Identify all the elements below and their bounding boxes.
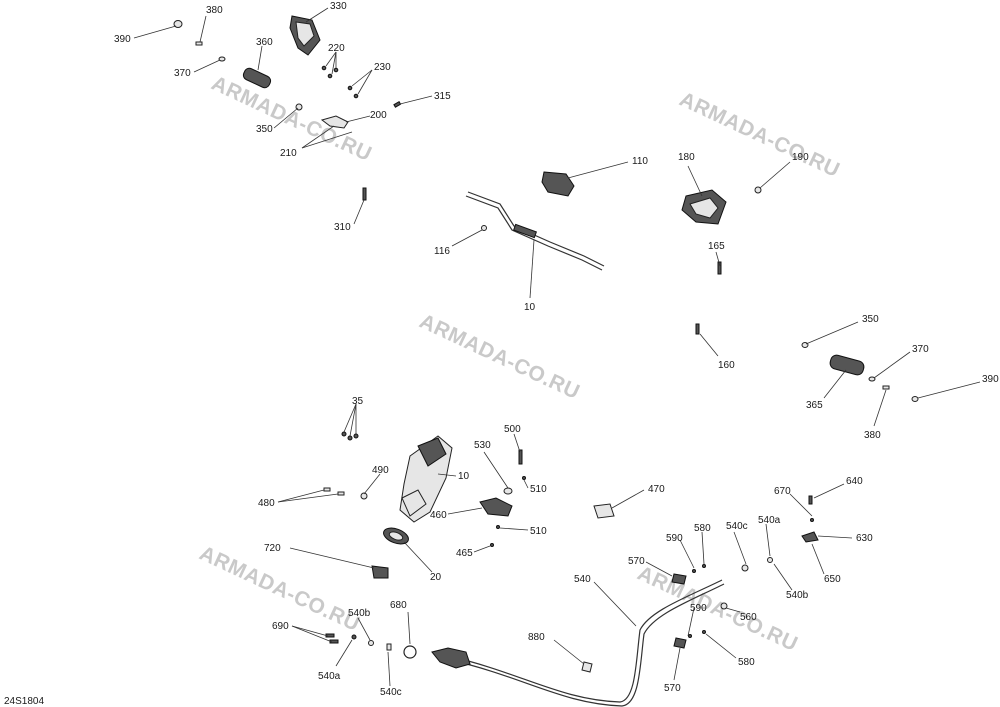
callout-380: 380 xyxy=(206,5,223,16)
callout-720: 720 xyxy=(264,543,281,554)
callout-650: 650 xyxy=(824,574,841,585)
callout-35: 35 xyxy=(352,396,364,407)
callout-165: 165 xyxy=(708,241,725,252)
callout-480: 480 xyxy=(258,498,275,509)
callout-460: 460 xyxy=(430,510,447,521)
callout-160: 160 xyxy=(718,360,735,371)
part-380-left xyxy=(195,41,203,46)
callout-880: 880 xyxy=(528,632,545,643)
callout-590-lower: 590 xyxy=(690,603,707,614)
part-470 xyxy=(593,503,615,519)
callout-570: 570 xyxy=(628,556,645,567)
callout-680: 680 xyxy=(390,600,407,611)
part-365-grip xyxy=(829,354,865,376)
callout-540: 540 xyxy=(574,574,591,585)
callout-350: 350 xyxy=(256,124,273,135)
callout-630: 630 xyxy=(856,533,873,544)
callout-330: 330 xyxy=(330,1,347,12)
callout-116: 116 xyxy=(434,246,450,257)
callout-465: 465 xyxy=(456,548,473,559)
callout-560: 560 xyxy=(740,612,757,623)
part-460-bracket xyxy=(479,497,513,517)
callout-370: 370 xyxy=(174,68,191,79)
callout-640: 640 xyxy=(846,476,863,487)
part-540-cable xyxy=(447,579,723,703)
callout-580-lower: 580 xyxy=(738,657,755,668)
part-cable-end xyxy=(431,647,471,669)
watermark-2: ARMADA-CO.RU xyxy=(676,88,843,182)
callout-670: 670 xyxy=(774,486,791,497)
callout-10-column: 10 xyxy=(458,471,470,482)
callout-540b-left: 540b xyxy=(348,608,371,619)
callout-690: 690 xyxy=(272,621,289,632)
callout-500: 500 xyxy=(504,424,521,435)
callout-180: 180 xyxy=(678,152,695,163)
callout-530: 530 xyxy=(474,440,491,451)
callout-540c-right: 540c xyxy=(726,521,748,532)
part-360-grip xyxy=(242,67,272,89)
callout-580: 580 xyxy=(694,523,711,534)
part-drawings xyxy=(173,15,919,707)
callout-190: 190 xyxy=(792,152,809,163)
callout-390-right: 390 xyxy=(982,374,999,385)
callout-570-lower: 570 xyxy=(664,683,681,694)
callout-390: 390 xyxy=(114,34,131,45)
callout-365: 365 xyxy=(806,400,823,411)
callout-540c-left: 540c xyxy=(380,687,402,698)
watermark-5: ARMADA-CO.RU xyxy=(634,562,801,656)
callout-540b-right: 540b xyxy=(786,590,809,601)
part-720 xyxy=(371,565,389,579)
callout-540a-right: 540a xyxy=(758,515,781,526)
callout-10-handlebar: 10 xyxy=(524,302,536,313)
callout-230: 230 xyxy=(374,62,391,73)
part-110-clamp xyxy=(541,171,575,197)
part-680-oring xyxy=(403,645,417,659)
callout-590: 590 xyxy=(666,533,683,544)
callout-510: 510 xyxy=(530,484,547,495)
callout-470: 470 xyxy=(648,484,665,495)
callout-510-lower: 510 xyxy=(530,526,547,537)
callout-310: 310 xyxy=(334,222,351,233)
part-10-handlebar xyxy=(467,191,605,267)
leader-lines xyxy=(133,7,981,687)
callout-20: 20 xyxy=(430,572,442,583)
callout-380-right: 380 xyxy=(864,430,881,441)
callout-210: 210 xyxy=(280,148,297,159)
watermark-3: ARMADA-CO.RU xyxy=(416,310,583,404)
callout-490: 490 xyxy=(372,465,389,476)
callout-200: 200 xyxy=(370,110,387,121)
callout-110: 110 xyxy=(632,156,648,167)
callout-220: 220 xyxy=(328,43,345,54)
part-200-lever xyxy=(320,115,349,129)
callout-370-right: 370 xyxy=(912,344,929,355)
part-370-left xyxy=(218,56,226,62)
callout-350-right: 350 xyxy=(862,314,879,325)
callout-labels: 390 380 330 360 220 370 230 315 200 350 … xyxy=(114,1,999,698)
callout-360: 360 xyxy=(256,37,273,48)
callout-315: 315 xyxy=(434,91,451,102)
callout-540a-left: 540a xyxy=(318,671,341,682)
diagram-code: 24S1804 xyxy=(4,696,44,707)
part-390-left xyxy=(173,20,183,28)
